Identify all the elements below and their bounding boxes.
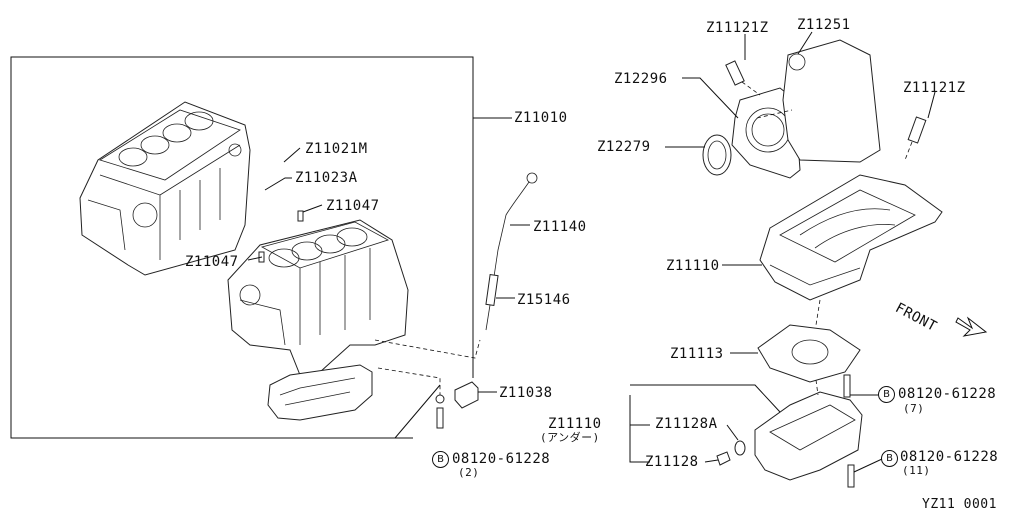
dowel-pin-left-illustration bbox=[725, 60, 745, 86]
label-bolt-right-upper-qty: (7) bbox=[903, 402, 925, 415]
label-bolt-right-lower: 08120-61228 bbox=[900, 449, 999, 465]
bolt-b-marker-bottom: B bbox=[432, 451, 449, 468]
label-under-jp: (アンダー) bbox=[540, 431, 600, 444]
diagram-code: YZ11 0001 bbox=[922, 497, 997, 512]
label-z11128a: Z11128A bbox=[655, 416, 718, 432]
bolt-right-lower bbox=[847, 464, 855, 488]
rear-plate-illustration bbox=[782, 39, 881, 163]
gasket-illustration bbox=[757, 324, 861, 383]
label-z11047-upper: Z11047 bbox=[326, 198, 380, 214]
label-bolt-right-upper: 08120-61228 bbox=[898, 386, 997, 402]
label-z11110-under: Z11110 bbox=[548, 416, 602, 432]
cylinder-block-bare-illustration bbox=[79, 101, 251, 276]
bolt-b-marker-right-lower: B bbox=[881, 450, 898, 467]
label-z11121z-right: Z11121Z bbox=[903, 80, 966, 96]
bolt-right-upper bbox=[843, 374, 851, 398]
assembly-frame bbox=[10, 56, 474, 439]
drain-plug-illustration bbox=[716, 451, 731, 466]
label-z11110: Z11110 bbox=[666, 258, 720, 274]
label-bolt-bottom-qty: (2) bbox=[458, 466, 480, 479]
front-arrow-icon bbox=[955, 316, 988, 337]
oil-level-gauge-illustration bbox=[485, 172, 538, 331]
frame-diagonal bbox=[394, 384, 441, 439]
cylinder-block-assembly-illustration bbox=[227, 219, 409, 421]
label-z11021m: Z11021M bbox=[305, 141, 368, 157]
label-z11038: Z11038 bbox=[499, 385, 553, 401]
oil-pan-illustration bbox=[759, 174, 943, 301]
drain-plug-washer-illustration bbox=[734, 440, 746, 456]
rear-oil-seal-illustration bbox=[702, 134, 732, 176]
label-z11251: Z11251 bbox=[797, 17, 851, 33]
label-z12279: Z12279 bbox=[597, 139, 651, 155]
bolt-illustration-bottom bbox=[435, 394, 445, 429]
label-z11023a: Z11023A bbox=[295, 170, 358, 186]
label-z12296: Z12296 bbox=[614, 71, 668, 87]
label-z11121z-left: Z11121Z bbox=[706, 20, 769, 36]
label-z15146: Z15146 bbox=[517, 292, 571, 308]
label-z11010: Z11010 bbox=[514, 110, 568, 126]
bracket-illustration bbox=[454, 381, 479, 409]
label-z11128: Z11128 bbox=[645, 454, 699, 470]
label-bolt-bottom: 08120-61228 bbox=[452, 451, 551, 467]
dowel-pin-right-illustration bbox=[907, 116, 927, 144]
lower-oil-pan-illustration bbox=[754, 391, 863, 481]
bolt-z11047-upper bbox=[297, 210, 304, 222]
label-z11047-lower: Z11047 bbox=[185, 254, 239, 270]
rear-oil-seal-retainer-illustration bbox=[731, 87, 801, 179]
label-bolt-right-lower-qty: (11) bbox=[902, 464, 931, 477]
bolt-b-marker-right-upper: B bbox=[878, 386, 895, 403]
label-z11140: Z11140 bbox=[533, 219, 587, 235]
label-z11113: Z11113 bbox=[670, 346, 724, 362]
